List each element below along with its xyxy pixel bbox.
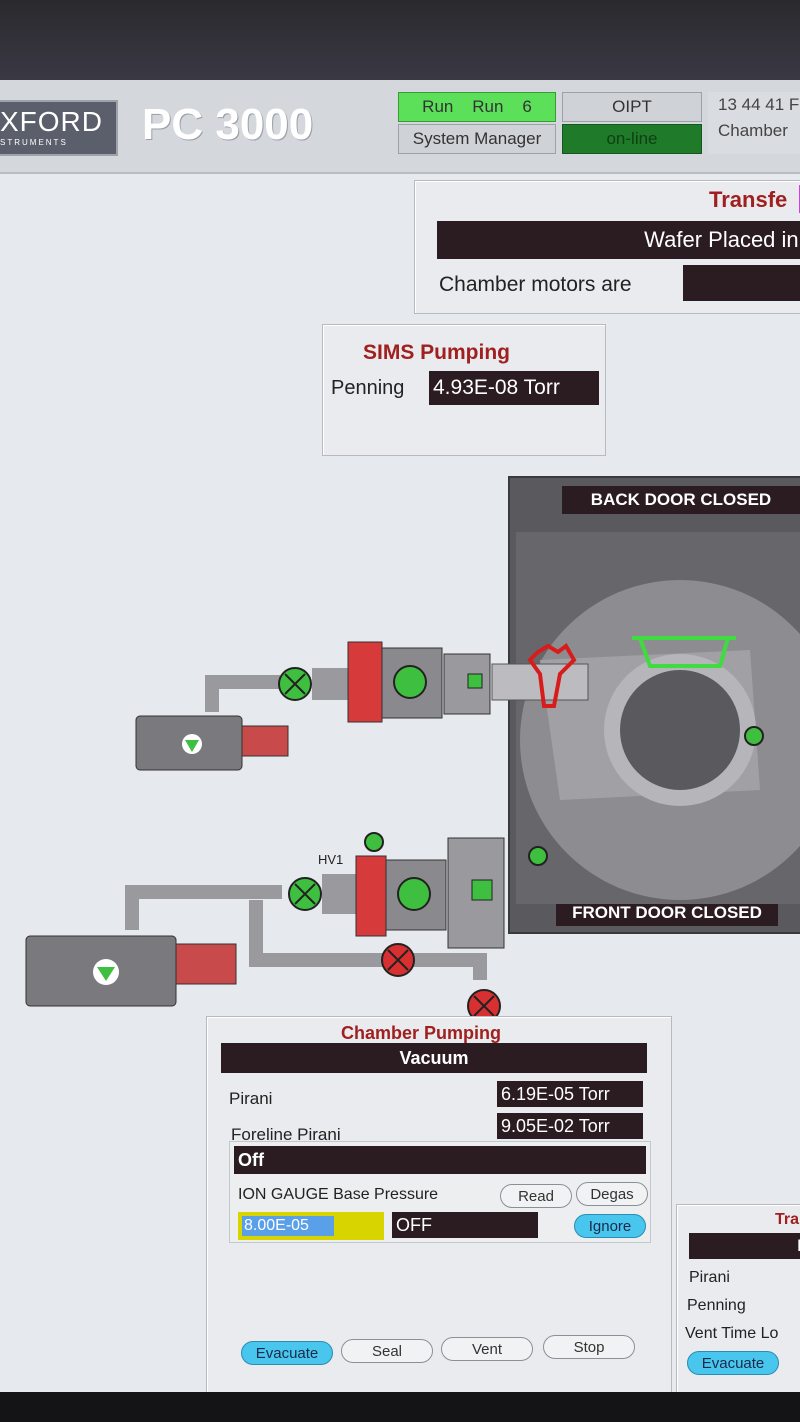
evacuate-button[interactable]: Evacuate [241,1341,333,1365]
sims-turbo-status [393,665,427,699]
chamber-pumping-panel: Chamber Pumping Vacuum Pirani 6.19E-05 T… [206,1016,672,1392]
sims-penning-label: Penning [331,377,405,399]
clock-time: 13 44 41 F [718,95,800,114]
roughing-valve-cross-icon [387,949,409,971]
chamber-pumping-title: Chamber Pumping [341,1023,502,1043]
base-pressure-input[interactable] [242,1216,334,1236]
sims-penning-value: 4.93E-08 Torr [429,371,599,405]
vent-button[interactable]: Vent [441,1337,533,1361]
transfer-pumping-panel: Tra Pu Pirani Penning Vent Time Lo Evacu… [676,1204,800,1392]
ion-gauge-label: ION GAUGE Base Pressure [238,1186,439,1203]
sims-pump-motor [241,725,289,757]
back-door-status: BACK DOOR CLOSED [562,486,800,514]
chamber-valve-cross-icon [294,883,316,905]
sims-pumping-panel: SIMS Pumping Penning 4.93E-08 Torr [322,324,606,456]
site-indicator: OIPT [562,92,702,122]
seal-button[interactable]: Seal [341,1339,433,1363]
sims-foreline-pipe [205,675,280,712]
run-status[interactable]: Run Run 6 [398,92,556,122]
hv1-label: HV1 [318,852,343,867]
run-number: 6 [522,97,532,116]
read-button[interactable]: Read [500,1184,572,1208]
sims-ion-source-icon [527,643,577,708]
sims-gate-valve [443,653,491,715]
transfer-pumping-title: Tra [775,1211,800,1228]
ignore-button[interactable]: Ignore [574,1214,646,1238]
logo-subtext: STRUMENTS [0,138,68,147]
monitor-bezel-bottom [0,1392,800,1422]
ion-gauge-status: Off [234,1146,646,1174]
vent-valve-cross-icon [473,995,495,1017]
header-bar: XFORD STRUMENTS PC 3000 Run Run 6 System… [0,80,800,174]
chamber-led-left [528,846,548,866]
sims-gate-indicator[interactable] [467,673,483,689]
chamber-turbo-fins [355,855,387,937]
degas-button[interactable]: Degas [576,1182,648,1206]
user-indicator[interactable]: System Manager [398,124,556,154]
sims-pump-arrow-icon [185,740,199,752]
transfer-message: Wafer Placed in L [437,221,800,259]
sims-valve-cross-icon [284,673,306,695]
vent-time-label: Vent Time Lo [685,1325,779,1342]
wafer-hole [620,670,740,790]
clock-panel: 13 44 41 F Chamber [708,92,800,154]
motors-label: Chamber motors are [439,273,632,296]
ion-gauge-state: OFF [392,1212,538,1238]
chamber-gate-indicator[interactable] [471,879,493,901]
transfer-panel: Transfe Wafer Placed in L Chamber motors… [414,180,800,314]
pirani-label: Pirani [229,1089,273,1108]
chamber-bellows [322,874,356,914]
screen: XFORD STRUMENTS PC 3000 Run Run 6 System… [0,80,800,1392]
loadlock-icon [632,636,736,668]
sims-turbo-fins [347,641,383,723]
logo-text: XFORD [0,106,103,137]
vacuum-schematic: HV1 [25,532,800,1023]
pirani-value: 6.19E-05 Torr [497,1081,643,1107]
ion-gauge-subpanel: Off ION GAUGE Base Pressure Read Degas O… [229,1141,651,1243]
chamber-bypass-pipe [249,900,487,980]
chamber-turbo-status [397,877,431,911]
run-mode: Run [472,97,504,116]
oxford-logo: XFORD STRUMENTS [0,100,118,156]
sims-bellows [312,668,348,700]
monitor-bezel-top [0,0,800,80]
motors-value [683,265,800,301]
chamber-pump-motor [175,943,237,985]
hv1-valve[interactable] [364,832,384,852]
transfer-pumping-state: Pu [689,1233,800,1259]
foreline-pirani-label: Foreline Pirani [231,1125,341,1144]
app-title: PC 3000 [142,100,314,149]
run-label: Run [422,97,454,116]
chamber-pump-arrow-icon [97,967,115,981]
transfer-evacuate-button[interactable]: Evacuate [687,1351,779,1375]
transfer-pirani-label: Pirani [689,1269,730,1286]
transfer-penning-label: Penning [687,1297,746,1314]
transfer-title: Transfe [709,187,788,212]
foreline-pirani-value: 9.05E-02 Torr [497,1113,643,1139]
chamber-led-right [744,726,764,746]
chamber-foreline-pipe [125,885,282,930]
clock-label: Chamber [718,121,788,140]
front-door-status: FRONT DOOR CLOSED [556,900,778,926]
sims-title: SIMS Pumping [363,341,510,364]
chamber-state: Vacuum [221,1043,647,1073]
stop-button[interactable]: Stop [543,1335,635,1359]
online-status: on-line [562,124,702,154]
